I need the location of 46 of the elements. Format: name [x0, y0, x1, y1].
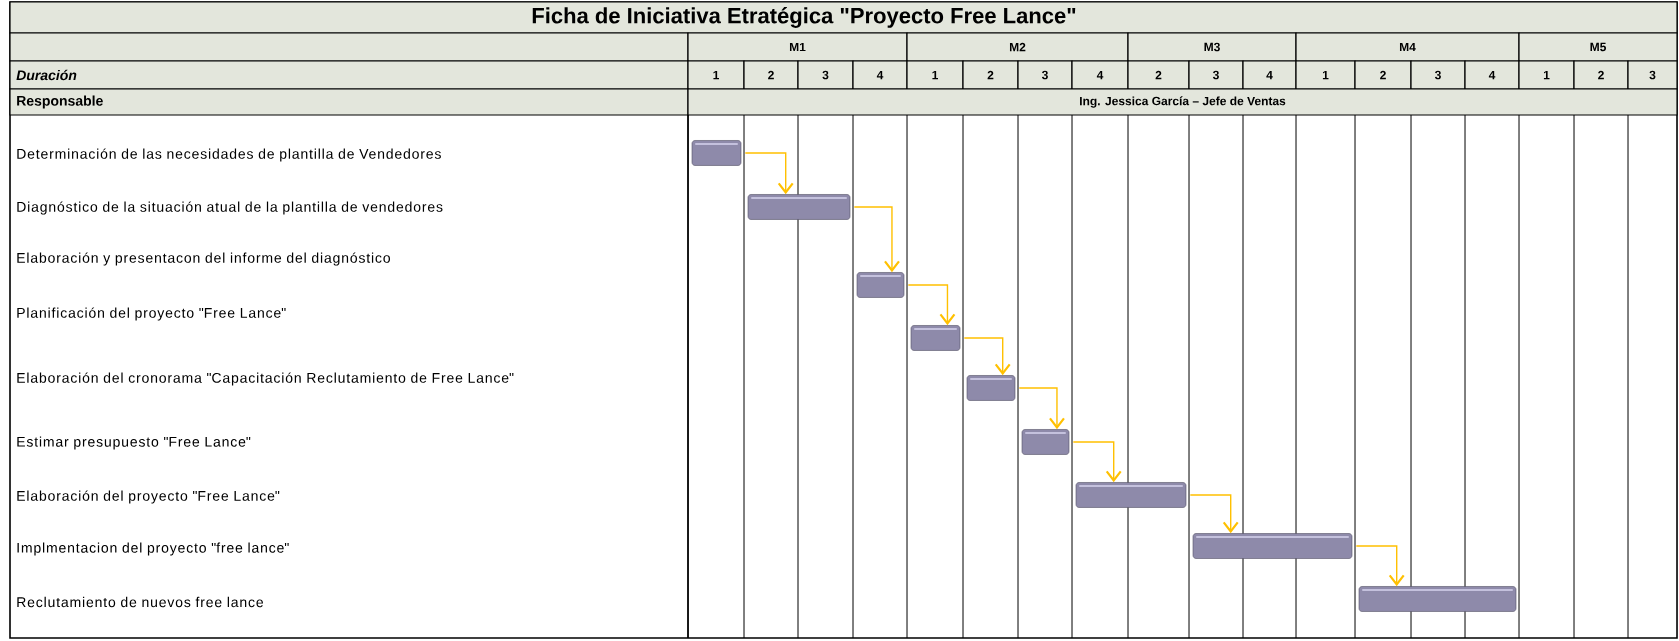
arrow	[1189, 494, 1239, 534]
week-number: 2	[962, 60, 1019, 90]
week-number: 1	[906, 60, 964, 90]
week-number: 1	[1295, 60, 1356, 90]
week-number: 3	[1627, 60, 1678, 90]
arrow	[853, 206, 900, 273]
row-header: Responsable	[9, 88, 689, 116]
arrow	[1018, 387, 1065, 430]
gantt-bar	[910, 325, 961, 351]
task-label: Elaboración del cronorama "Capacitación Reclutamiento de Free Lance"	[17, 372, 514, 386]
gantt-bar	[1021, 429, 1070, 455]
task-label: Elaboración del proyecto "Free Lance"	[17, 490, 280, 504]
week-number: 3	[1017, 60, 1073, 90]
gantt-bar	[747, 194, 851, 220]
task-label: Diagnóstico de la situación atual de la plantilla de vendedores	[17, 201, 443, 215]
arrow	[963, 337, 1011, 376]
week-number: 4	[1242, 60, 1297, 90]
week-number: 4	[852, 60, 908, 90]
gantt-bar	[1192, 533, 1353, 559]
arrow	[907, 284, 956, 326]
week-number: 2	[1127, 60, 1190, 90]
gantt-bar	[856, 272, 905, 298]
gantt-bar	[1358, 586, 1517, 612]
week-number: 2	[743, 60, 799, 90]
week-number: 3	[1188, 60, 1244, 90]
week-number: 1	[1518, 60, 1575, 90]
task-label: Elaboración y presentacon del informe del diagnóstico	[17, 252, 390, 266]
title: Ficha de Iniciativa Etratégica "Proyecto Free Lance"	[532, 7, 1076, 28]
task-label: Reclutamiento de nuevos free lance	[17, 596, 263, 608]
week-number: 3	[1410, 60, 1466, 90]
task-label: Determinación de las necesidades de plantilla de Vendedores	[17, 148, 441, 162]
task-label: Estimar presupuesto "Free Lance"	[17, 436, 251, 450]
arrow	[744, 152, 794, 195]
task-label: Planificación del proyecto "Free Lance"	[17, 307, 286, 321]
arrow	[1072, 441, 1122, 483]
gantt-bar	[691, 140, 742, 166]
week-number: 4	[1464, 60, 1520, 90]
week-number: 1	[687, 60, 745, 90]
gantt-bar	[1075, 482, 1187, 508]
week-number: 2	[1573, 60, 1629, 90]
gantt-bar	[966, 375, 1016, 401]
week-number: 2	[1354, 60, 1412, 90]
week-number: 3	[797, 60, 854, 90]
week-number: 4	[1071, 60, 1129, 90]
arrow	[1355, 545, 1405, 587]
task-label: Implmentacion del proyecto "free lance"	[17, 542, 289, 556]
